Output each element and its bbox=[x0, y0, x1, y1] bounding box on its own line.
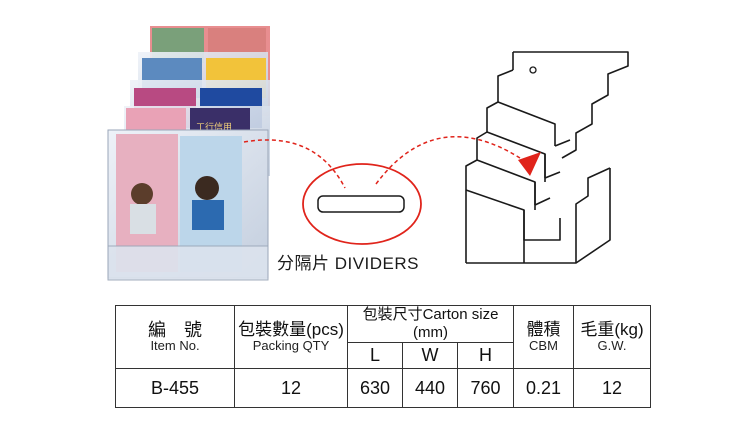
brochure-holder-photo: 工行信用 bbox=[107, 26, 270, 281]
cell-packing-qty: 12 bbox=[234, 368, 348, 408]
header-carton-zh: 包裝尺寸Carton size (mm) bbox=[362, 306, 499, 341]
cell-item-no: B-455 bbox=[115, 368, 235, 408]
cell-cbm: 0.21 bbox=[513, 368, 574, 408]
cell-H: 760 bbox=[457, 368, 514, 408]
header-packing-qty: 包裝數量(pcs) Packing QTY bbox=[234, 305, 348, 369]
cell-gw: 12 bbox=[573, 368, 651, 408]
header-cbm: 體積 CBM bbox=[513, 305, 574, 369]
header-item-no: 編 號 Item No. bbox=[115, 305, 235, 369]
hanging-hole bbox=[529, 66, 537, 74]
cell-W: 440 bbox=[402, 368, 458, 408]
line-drawing-diagram bbox=[243, 51, 629, 264]
header-item-no-zh: 編 號 bbox=[148, 320, 202, 340]
header-gw-en: G.W. bbox=[597, 338, 627, 353]
header-packing-en: Packing QTY bbox=[252, 338, 330, 353]
connector-right bbox=[375, 136, 521, 185]
header-H: H bbox=[457, 342, 514, 369]
brochure-title-0: 工行信用 bbox=[196, 121, 232, 132]
header-packing-zh: 包裝數量(pcs) bbox=[238, 320, 344, 339]
dividers-label: 分隔片 DIVIDERS bbox=[277, 254, 420, 273]
spec-table: 編 號 Item No. 包裝數量(pcs) Packing QTY 包裝尺寸C… bbox=[115, 305, 651, 408]
connector-left bbox=[243, 139, 346, 189]
divider-callout-ellipse bbox=[302, 163, 422, 245]
header-W: W bbox=[402, 342, 458, 369]
header-L: L bbox=[347, 342, 403, 369]
header-cbm-zh: 體積 bbox=[526, 320, 561, 339]
holder-line-drawing bbox=[465, 51, 629, 264]
header-gw: 毛重(kg) G.W. bbox=[573, 305, 651, 369]
header-item-no-en: Item No. bbox=[150, 338, 200, 353]
header-cbm-en: CBM bbox=[529, 338, 558, 353]
pointer-arrow bbox=[518, 152, 541, 176]
header-carton-size: 包裝尺寸Carton size (mm) bbox=[347, 305, 514, 343]
divider-sketch bbox=[317, 195, 405, 213]
header-gw-zh: 毛重(kg) bbox=[580, 320, 644, 339]
cell-L: 630 bbox=[347, 368, 403, 408]
